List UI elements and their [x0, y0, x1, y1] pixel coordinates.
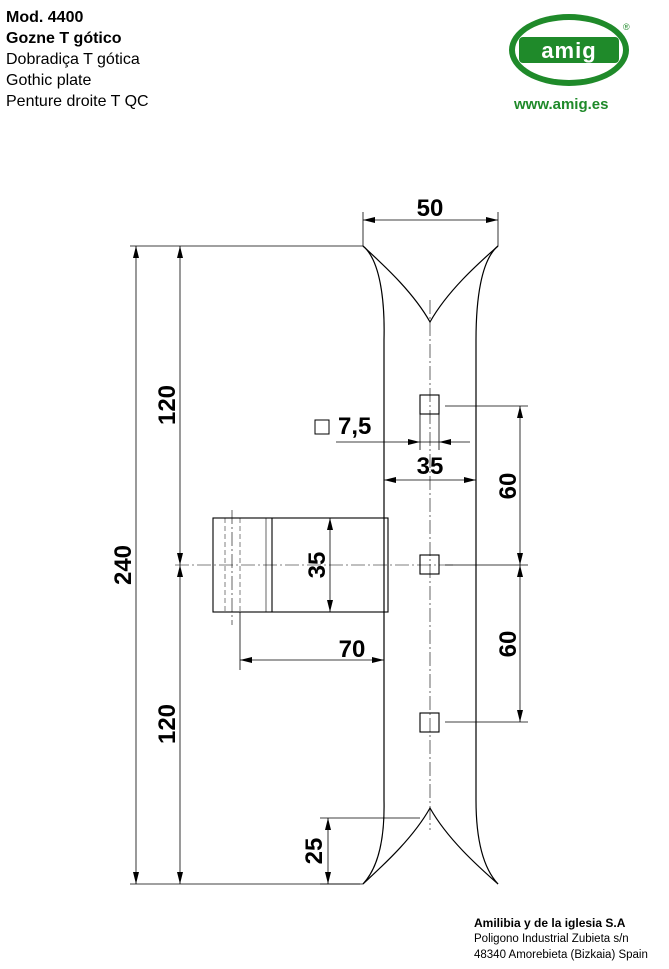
- dimension-lines: [130, 212, 528, 885]
- centerlines: [175, 300, 455, 830]
- dim-total-height: 240: [110, 545, 137, 585]
- company-address: Amilibia y de la iglesia S.A Poligono In…: [474, 915, 648, 963]
- dim-leaf-length: 70: [339, 636, 366, 663]
- dim-knuckle-height: 35: [304, 552, 331, 579]
- company-name: Amilibia y de la iglesia S.A: [474, 916, 626, 930]
- product-name-pt: Dobradiça T gótica: [6, 51, 140, 68]
- product-name-fr: Penture droite T QC: [6, 93, 149, 110]
- dim-width-top: 50: [417, 195, 444, 222]
- dimension-arrows: [133, 217, 523, 884]
- product-name-es: Gozne T gótico: [6, 30, 122, 47]
- logo-wordmark: amig: [541, 38, 596, 63]
- mounting-holes: [419, 394, 440, 733]
- address-city: 48340 Amorebieta (Bizkaia) Spain: [474, 949, 648, 961]
- dim-tip-depth: 25: [301, 838, 328, 865]
- address-street: Poligono Industrial Zubieta s/n: [474, 933, 629, 945]
- model-number: Mod. 4400: [6, 9, 84, 26]
- dim-hole-spacing-bottom: 60: [495, 631, 522, 658]
- dim-upper-half: 120: [154, 385, 181, 425]
- dim-hole-square: 7,5: [338, 413, 371, 440]
- registered-mark: ®: [623, 22, 630, 32]
- amig-logo: amig ®: [509, 14, 630, 86]
- dim-lower-half: 120: [154, 704, 181, 744]
- website-url[interactable]: www.amig.es: [514, 96, 609, 113]
- dim-plate-width: 35: [417, 453, 444, 480]
- title-block: Mod. 4400 Gozne T gótico Dobradiça T gót…: [6, 7, 149, 112]
- dim-hole-spacing-top: 60: [495, 473, 522, 500]
- product-name-en: Gothic plate: [6, 72, 92, 89]
- square-symbol-icon: [314, 419, 330, 435]
